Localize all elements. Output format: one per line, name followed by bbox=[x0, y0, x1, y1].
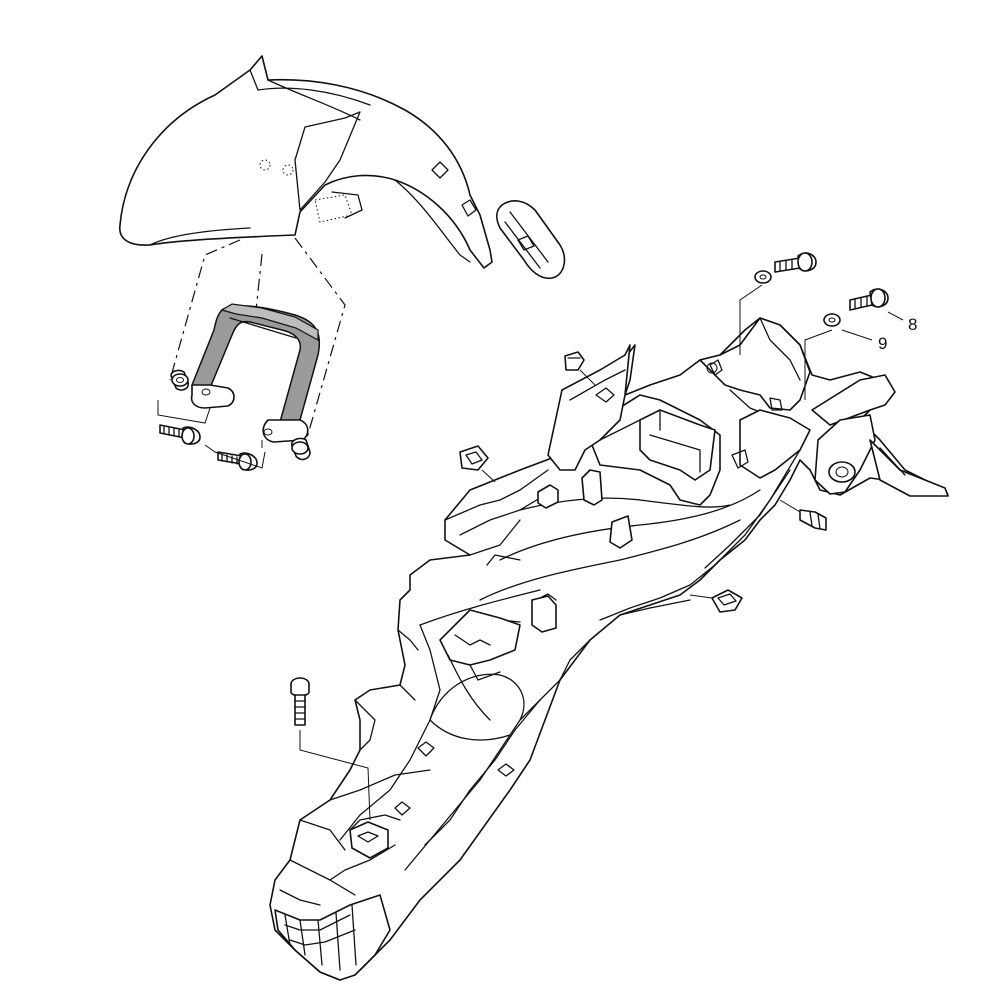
fender-bracket bbox=[190, 303, 321, 443]
bolt-left bbox=[159, 424, 201, 445]
rear-fasteners bbox=[290, 252, 904, 821]
callout-8: 8 bbox=[908, 315, 917, 334]
nut-clip-right bbox=[689, 589, 743, 613]
bolt-lower bbox=[290, 677, 310, 726]
nut-clip-left bbox=[459, 445, 496, 483]
push-clip-right bbox=[779, 499, 827, 531]
push-clip-top bbox=[564, 351, 596, 386]
fender-clip bbox=[496, 200, 566, 280]
bolt-8 bbox=[849, 288, 889, 311]
bolt-top bbox=[754, 252, 817, 284]
rear-fender bbox=[269, 317, 949, 981]
bracket-fasteners bbox=[157, 369, 311, 471]
front-fender bbox=[119, 55, 493, 269]
callout-9: 9 bbox=[878, 334, 887, 353]
washer-9 bbox=[823, 313, 841, 327]
